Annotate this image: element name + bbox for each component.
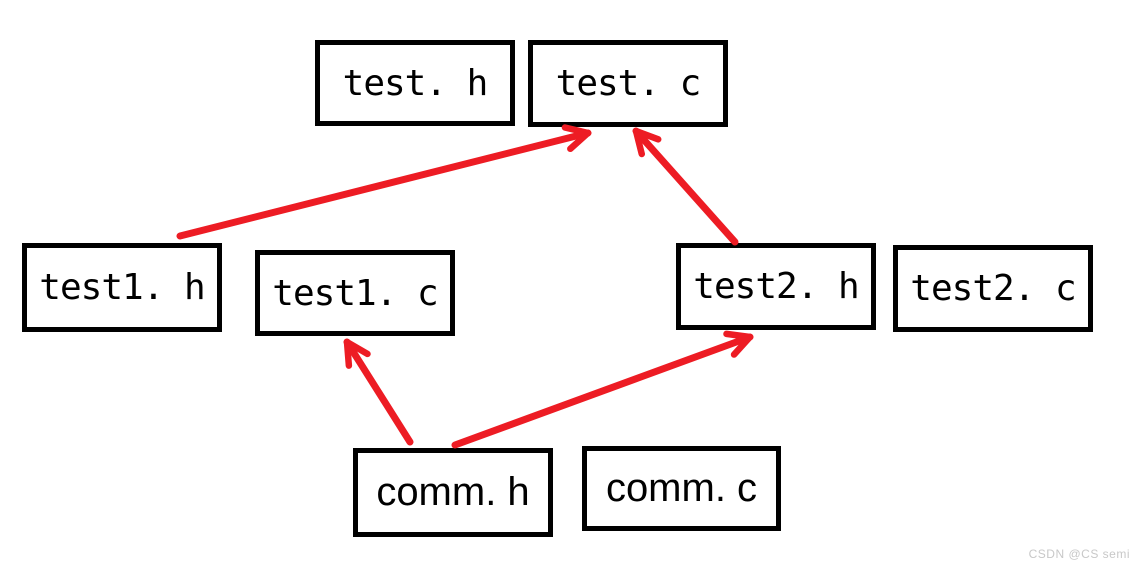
file-label: test2. c	[910, 268, 1076, 309]
arrow-commh-to-test2h	[451, 330, 754, 449]
watermark: CSDN @CS semi	[1028, 547, 1130, 561]
file-box-test-h: test. h	[315, 40, 515, 126]
file-label: test2. h	[693, 266, 859, 307]
file-label: comm. h	[376, 470, 530, 514]
file-label: test1. h	[39, 267, 205, 308]
file-label: test1. c	[272, 272, 438, 314]
file-box-comm-c: comm. c	[582, 446, 781, 531]
file-box-test1-h: test1. h	[22, 243, 222, 332]
arrow-test2h-to-testc	[632, 127, 739, 246]
file-box-test2-c: test2. c	[893, 245, 1093, 332]
file-box-test2-h: test2. h	[676, 243, 876, 330]
file-label: comm. c	[605, 466, 758, 510]
file-label: test. h	[342, 62, 489, 104]
file-box-comm-h: comm. h	[353, 448, 553, 537]
arrow-commh-to-test1c	[343, 338, 414, 446]
file-label: test. c	[555, 63, 702, 104]
file-box-test-c: test. c	[528, 40, 728, 127]
file-box-test1-c: test1. c	[255, 250, 455, 336]
arrow-test1h-to-testc	[176, 124, 592, 240]
